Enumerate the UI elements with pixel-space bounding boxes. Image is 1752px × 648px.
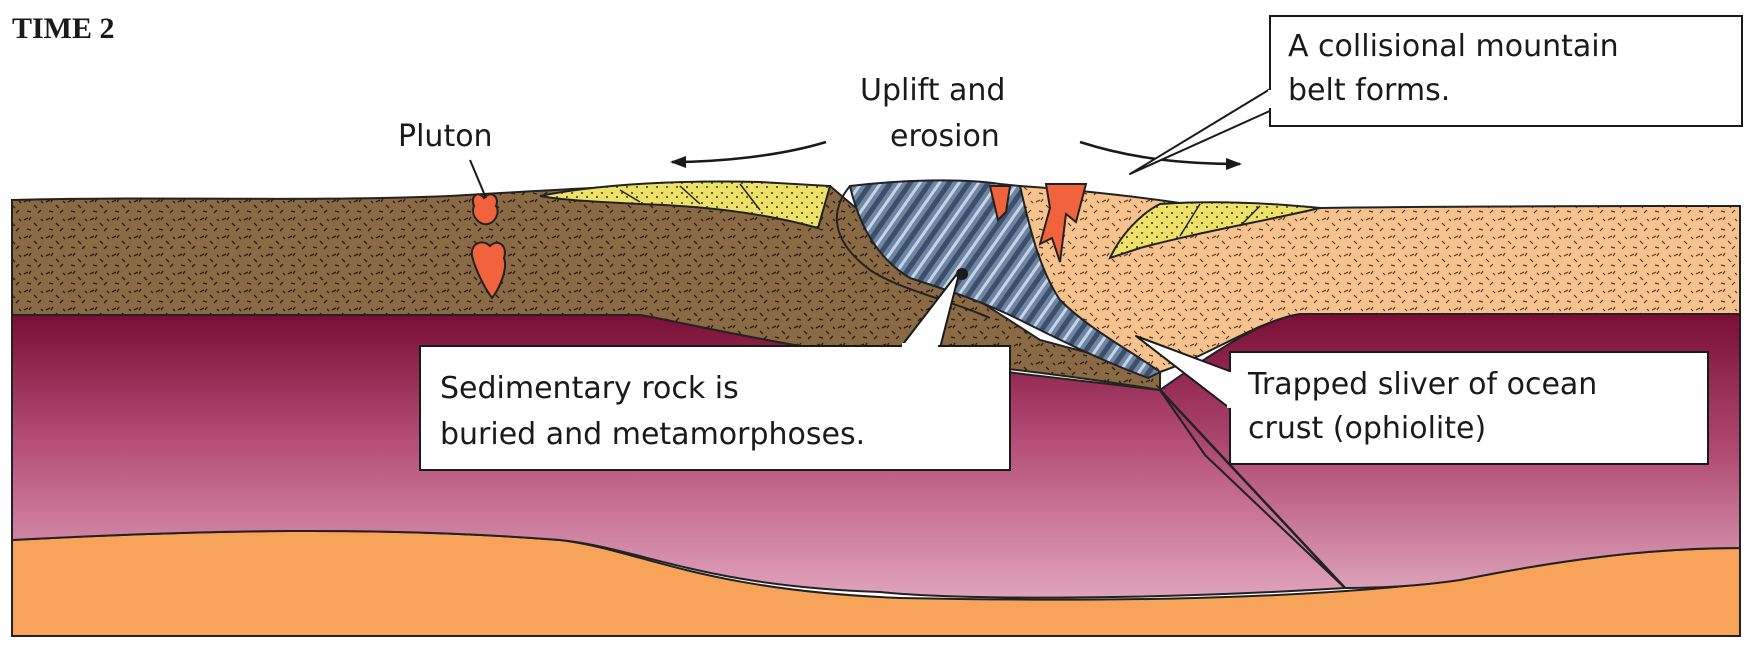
- figure-title: TIME 2: [12, 12, 115, 45]
- sedimentary-pointer-dot: [956, 268, 968, 280]
- ophiolite-line2: crust (ophiolite): [1248, 411, 1486, 446]
- pluton-leader: [470, 160, 486, 198]
- erosion-arrow-left: [672, 142, 826, 162]
- sedimentary-line1: Sedimentary rock is: [440, 371, 739, 406]
- mountain-belt-line1: A collisional mountain: [1288, 29, 1619, 64]
- ophiolite-line1: Trapped sliver of ocean: [1247, 367, 1597, 402]
- sedimentary-line2: buried and metamorphoses.: [440, 417, 865, 452]
- mountain-belt-line2: belt forms.: [1288, 73, 1450, 108]
- callout-mountain-belt: A collisional mountain belt forms.: [1130, 16, 1742, 174]
- uplift-label-line2: erosion: [890, 119, 1000, 154]
- pluton-label: Pluton: [398, 119, 493, 154]
- uplift-label-line1: Uplift and: [860, 73, 1005, 108]
